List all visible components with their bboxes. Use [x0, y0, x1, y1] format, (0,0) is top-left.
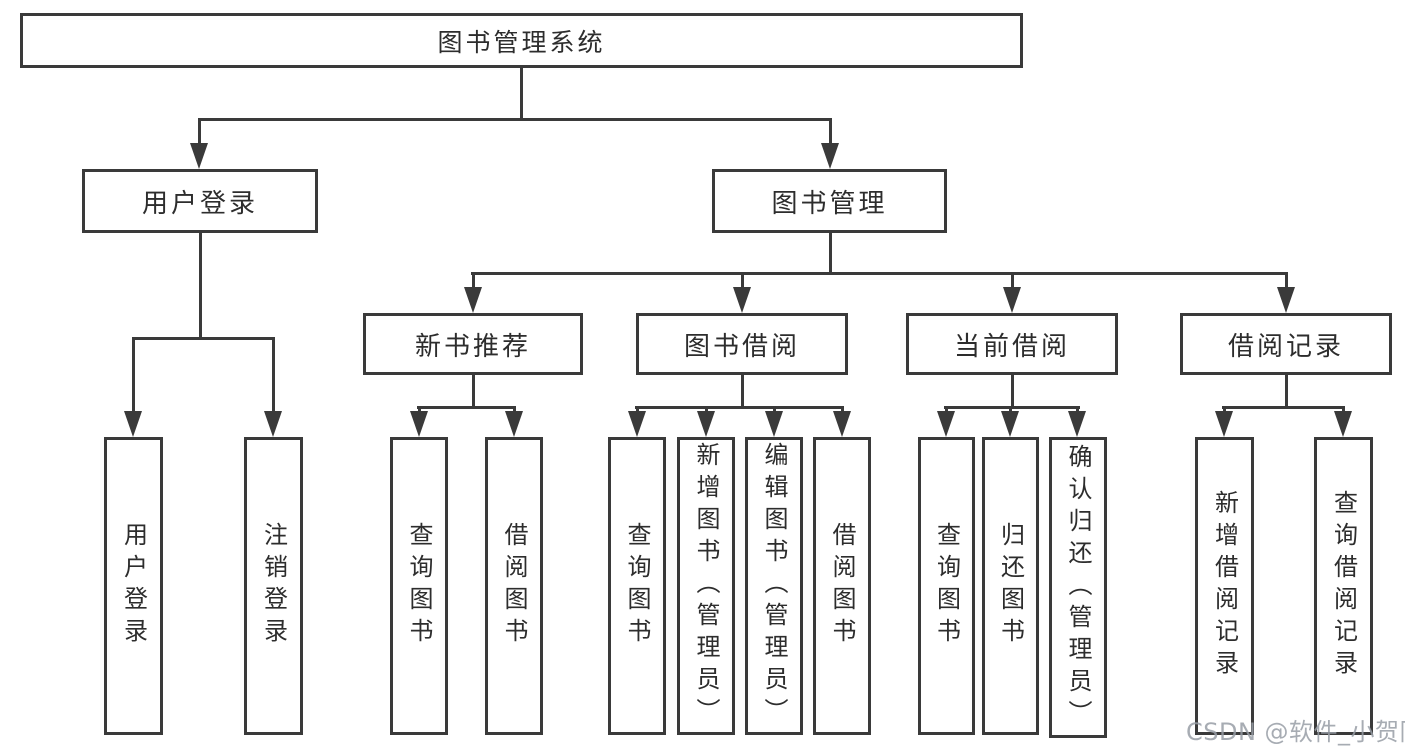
connector-user-login-rail — [132, 337, 275, 340]
connector-shaft — [513, 406, 516, 414]
leaf-query-books-current-label: 查询图书 — [932, 522, 961, 650]
leaf-borrow-books-newbooks-label: 借阅图书 — [500, 522, 528, 650]
connector-level2-rail — [198, 118, 832, 121]
connector-shaft — [945, 406, 948, 414]
connector-shaft — [1011, 272, 1014, 290]
leaf-logout-login-label: 注销登录 — [259, 522, 288, 650]
node-borrow-records-label: 借阅记录 — [1227, 331, 1344, 362]
arrow-down-icon — [833, 411, 851, 437]
arrow-down-icon — [765, 411, 783, 437]
leaf-add-borrow-record-label: 新增借阅记录 — [1210, 490, 1239, 682]
leaf-confirm-return-admin: 确认归还（管理员） — [1049, 437, 1107, 738]
connector-shaft — [418, 406, 421, 414]
node-root: 图书管理系统 — [20, 13, 1023, 68]
arrow-down-icon — [937, 411, 955, 437]
leaf-borrow-books-borrow: 借阅图书 — [813, 437, 871, 735]
leaf-user-login-label: 用户登录 — [119, 522, 148, 650]
arrow-down-icon — [1334, 411, 1352, 437]
connector-shaft — [829, 118, 832, 146]
connector-level3-rail — [471, 272, 1288, 275]
connector-bookborrow-rail — [635, 406, 844, 409]
arrow-down-icon — [410, 411, 428, 437]
connector-shaft — [841, 406, 844, 414]
leaf-user-login: 用户登录 — [104, 437, 163, 735]
connector-bookborrow-drop — [741, 372, 744, 409]
connector-currentborrow-rail — [944, 406, 1080, 409]
node-new-book-recommend: 新书推荐 — [363, 313, 583, 375]
leaf-edit-books-admin: 编辑图书（管理员） — [745, 437, 803, 735]
arrow-down-icon — [1215, 411, 1233, 437]
connector-book-mgmt-drop — [829, 230, 832, 275]
node-root-label: 图书管理系统 — [437, 27, 606, 57]
connector-shaft — [741, 272, 744, 290]
connector-shaft — [472, 272, 475, 290]
leaf-borrow-books-borrow-label: 借阅图书 — [828, 522, 856, 650]
leaf-query-borrow-record: 查询借阅记录 — [1314, 437, 1373, 735]
node-current-borrow: 当前借阅 — [906, 313, 1118, 375]
leaf-query-books-newbooks: 查询图书 — [390, 437, 448, 735]
node-user-login: 用户登录 — [82, 169, 318, 233]
connector-root-drop — [520, 65, 523, 121]
connector-shaft — [272, 337, 275, 415]
connector-shaft — [1009, 406, 1012, 414]
node-book-borrow: 图书借阅 — [636, 313, 848, 375]
connector-shaft — [773, 406, 776, 414]
connector-shaft — [636, 406, 639, 414]
connector-shaft — [705, 406, 708, 414]
leaf-query-books-borrow-label: 查询图书 — [623, 522, 651, 650]
node-current-borrow-label: 当前借阅 — [953, 331, 1070, 362]
connector-shaft — [1223, 406, 1226, 414]
leaf-query-borrow-record-label: 查询借阅记录 — [1329, 490, 1358, 682]
connector-newbooks-rail — [417, 406, 516, 409]
node-book-borrow-label: 图书借阅 — [683, 331, 800, 362]
leaf-add-books-admin-label: 新增图书（管理员） — [692, 442, 720, 730]
connector-shaft — [1342, 406, 1345, 414]
connector-shaft — [1285, 272, 1288, 290]
arrow-down-icon — [1001, 411, 1019, 437]
arrow-down-icon — [464, 287, 482, 313]
arrow-down-icon — [124, 411, 142, 437]
arrow-down-icon — [821, 143, 839, 169]
connector-shaft — [1076, 406, 1079, 414]
leaf-query-books-borrow: 查询图书 — [608, 437, 666, 735]
arrow-down-icon — [733, 287, 751, 313]
connector-currentborrow-drop — [1011, 372, 1014, 409]
arrow-down-icon — [628, 411, 646, 437]
leaf-confirm-return-admin-label: 确认归还（管理员） — [1064, 443, 1092, 732]
node-user-login-label: 用户登录 — [141, 188, 258, 219]
connector-shaft — [132, 337, 135, 415]
arrow-down-icon — [697, 411, 715, 437]
leaf-return-books-label: 归还图书 — [996, 522, 1025, 650]
leaf-add-borrow-record: 新增借阅记录 — [1195, 437, 1254, 735]
leaf-add-books-admin: 新增图书（管理员） — [677, 437, 735, 735]
node-new-book-recommend-label: 新书推荐 — [414, 331, 531, 362]
leaf-borrow-books-newbooks: 借阅图书 — [485, 437, 543, 735]
leaf-query-books-newbooks-label: 查询图书 — [405, 522, 433, 650]
connector-shaft — [198, 118, 201, 146]
connector-borrowrecords-rail — [1222, 406, 1345, 409]
leaf-edit-books-admin-label: 编辑图书（管理员） — [760, 442, 788, 730]
arrow-down-icon — [1068, 411, 1086, 437]
node-book-management: 图书管理 — [712, 169, 947, 233]
leaf-query-books-current: 查询图书 — [918, 437, 975, 735]
arrow-down-icon — [264, 411, 282, 437]
csdn-watermark: CSDN @软件_小贺同学 — [1186, 718, 1405, 746]
node-borrow-records: 借阅记录 — [1180, 313, 1392, 375]
connector-borrowrecords-drop — [1285, 372, 1288, 409]
arrow-down-icon — [505, 411, 523, 437]
connector-newbooks-drop — [472, 372, 475, 409]
leaf-return-books: 归还图书 — [982, 437, 1039, 735]
connector-user-login-drop — [199, 230, 202, 340]
arrow-down-icon — [1277, 287, 1295, 313]
arrow-down-icon — [190, 143, 208, 169]
arrow-down-icon — [1003, 287, 1021, 313]
node-book-management-label: 图书管理 — [771, 188, 888, 219]
leaf-logout-login: 注销登录 — [244, 437, 303, 735]
